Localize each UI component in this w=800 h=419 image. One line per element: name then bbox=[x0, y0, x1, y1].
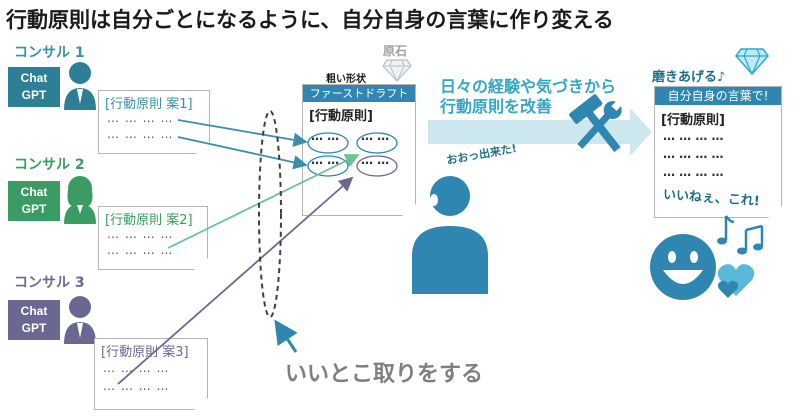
highlight-oval bbox=[356, 132, 398, 154]
person-icon bbox=[64, 296, 96, 344]
draft-note-3-title: [行動原則 案3] bbox=[101, 345, 189, 360]
pointer-arrow bbox=[274, 319, 298, 353]
highlight-oval bbox=[307, 132, 349, 154]
final-note-dots-2: … … … … bbox=[663, 147, 724, 161]
final-comment: いいねぇ、これ! bbox=[662, 187, 761, 210]
first-draft-note: ファーストドラフト [行動原則] … … … … … … … … bbox=[302, 84, 416, 216]
draft-note-2-dots-1: … … … … bbox=[107, 227, 174, 241]
chatgpt-badge-line1: Chat bbox=[20, 304, 48, 318]
improve-text-line1: 日々の経験や気づきから bbox=[440, 77, 617, 96]
first-draft-dots-2: … … bbox=[361, 129, 390, 143]
selection-loop bbox=[258, 110, 282, 318]
chatgpt-badge-line2: GPT bbox=[21, 88, 47, 102]
draft-note-2-dots-2: … … … … bbox=[107, 243, 174, 257]
final-note-heading: [行動原則] bbox=[661, 113, 725, 128]
draft-note-1-title: [行動原則 案1] bbox=[105, 97, 193, 112]
consultant-3-label: コンサル 3 bbox=[14, 275, 85, 291]
rough-shape-label: 粗い形状 bbox=[326, 74, 366, 85]
consultant-1-label: コンサル 1 bbox=[14, 45, 85, 61]
arrow-line bbox=[177, 119, 308, 147]
person-icon bbox=[64, 176, 96, 224]
chatgpt-badge-line2: GPT bbox=[21, 321, 47, 335]
chatgpt-badge-3: Chat GPT bbox=[8, 300, 60, 340]
first-draft-banner: ファーストドラフト bbox=[303, 85, 415, 102]
draft-note-2-title: [行動原則 案2] bbox=[105, 213, 193, 228]
diamond-icon bbox=[735, 48, 769, 76]
heart-icon bbox=[717, 264, 755, 298]
chatgpt-badge-line1: Chat bbox=[20, 185, 48, 199]
music-note-icon bbox=[717, 215, 764, 255]
draft-note-3: [行動原則 案3] … … … … … … … … bbox=[94, 338, 208, 410]
improve-text-line2: 行動原則を改善 bbox=[440, 97, 553, 116]
chatgpt-badge-line2: GPT bbox=[21, 202, 47, 216]
person-icon bbox=[412, 176, 488, 294]
consultant-2-label: コンサル 2 bbox=[14, 157, 85, 173]
page-title: 行動原則は自分ごとになるように、自分自身の言葉に作り変える bbox=[6, 8, 614, 32]
arrow-line bbox=[117, 176, 354, 385]
arrow-line bbox=[167, 154, 360, 249]
raw-stone-label: 原石 bbox=[383, 44, 408, 58]
highlight-oval bbox=[356, 155, 398, 177]
smiley-icon bbox=[650, 234, 716, 300]
first-draft-dots-1: … … bbox=[311, 129, 340, 143]
improve-text: 日々の経験や気づきから 行動原則を改善 bbox=[440, 77, 616, 117]
arrow-line bbox=[177, 136, 308, 170]
draft-note-1: [行動原則 案1] … … … … … … … … bbox=[98, 90, 210, 154]
chatgpt-badge-2: Chat GPT bbox=[8, 181, 60, 221]
chatgpt-badge-1: Chat GPT bbox=[8, 67, 60, 107]
final-note-banner: 自分自身の言葉で! bbox=[655, 87, 781, 105]
person-icon bbox=[64, 62, 96, 110]
final-note-dots-3: … … … … bbox=[663, 165, 724, 179]
bottom-caption: いいとこ取りをする bbox=[285, 362, 484, 387]
final-note-dots-1: … … … … bbox=[663, 129, 724, 143]
polish-label: 磨きあげる♪ bbox=[652, 70, 726, 85]
diamond-icon bbox=[382, 59, 412, 82]
draft-note-1-dots-1: … … … … bbox=[107, 111, 174, 125]
draft-note-1-dots-2: … … … … bbox=[107, 127, 174, 141]
first-draft-heading: [行動原則] bbox=[309, 109, 373, 124]
chatgpt-badge-line1: Chat bbox=[20, 71, 48, 85]
hammer-wrench-icon bbox=[569, 94, 623, 153]
final-note: 自分自身の言葉で! [行動原則] … … … … … … … … … … … …… bbox=[654, 86, 782, 218]
highlight-oval bbox=[307, 155, 349, 177]
